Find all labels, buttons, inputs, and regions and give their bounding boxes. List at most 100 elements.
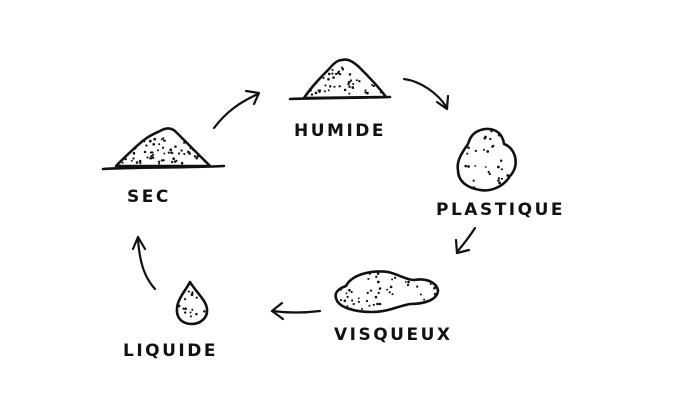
humide-texture-dot [332,76,335,79]
visqueux-texture-dot [348,307,351,310]
visqueux-texture-dot [372,303,375,306]
visqueux-texture-dot [388,291,391,294]
liquide-drop-icon [175,280,209,326]
visqueux-texture-dot [343,299,347,303]
plastique-texture-dot [484,135,487,139]
visqueux-texture-dot [404,281,407,283]
plastique-texture-dot [497,165,500,169]
sec-texture-dot [170,160,174,164]
liquide-texture-dot [195,296,198,299]
humide-texture-dot [355,79,358,82]
humide-texture-dot [319,89,322,92]
sec-texture-dot [148,139,152,143]
plastique-texture-dot [499,183,503,187]
liquide-texture-dot [187,290,190,293]
plastique-lump-icon [456,127,517,192]
arrow-sec-to-humide [212,89,261,130]
humide-texture-dot [333,85,336,88]
liquide-texture-dot [190,293,194,297]
sec-texture-dot [132,157,135,160]
sec-texture-dot [149,157,152,160]
sec-texture-dot [121,161,124,164]
plastique-texture-dot [497,179,500,182]
plastique-texture-dot [474,149,477,153]
plastique-texture-dot [472,186,476,190]
visqueux-texture-dot [374,295,378,299]
sec-texture-dot [151,156,155,159]
sec-texture-dot [183,152,186,156]
visqueux-texture-dot [365,299,369,303]
humide-state: HUMIDE [288,58,392,141]
sec-texture-dot [171,152,174,155]
liquide-texture-dot [189,311,192,314]
humide-texture-dot [337,70,341,73]
sec-texture-dot [167,151,170,154]
sec-texture-dot [139,161,142,165]
plastique-texture-dot [499,159,503,162]
sec-texture-dot [153,137,157,141]
visqueux-state: VISQUEUX [334,270,453,345]
plastique-texture-dot [506,174,510,177]
liquide-state: LIQUIDE [123,280,215,361]
humide-texture-dot [327,89,330,92]
liquide-texture-dot [184,307,187,311]
visqueux-texture-dot [346,295,349,298]
humide-texture-dot [348,85,351,88]
plastique-texture-dot [497,133,501,137]
visqueux-texture-dot [433,286,436,290]
humide-texture-dot [309,89,312,92]
visqueux-label: VISQUEUX [334,325,453,345]
humide-texture-dot [310,93,314,96]
plastique-texture-dot [472,179,475,182]
sec-texture-dot [156,149,160,152]
visqueux-texture-dot [391,278,394,281]
plastique-texture-dot [482,148,486,151]
sec-texture-dot [180,149,183,152]
humide-texture-dot [347,83,350,86]
humide-texture-dot [338,85,341,88]
visqueux-texture-dot [357,300,361,303]
humide-pile-icon [302,58,388,100]
sec-texture-dot [132,151,136,155]
sec-texture-dot [130,159,133,162]
plastique-label: PLASTIQUE [436,200,565,220]
visqueux-texture-dot [366,291,369,295]
visqueux-texture-dot [357,297,360,300]
sec-texture-dot [188,152,191,155]
visqueux-texture-dot [348,288,351,292]
sec-texture-dot [161,146,165,149]
visqueux-texture-dot [377,291,380,295]
humide-texture-dot [352,83,355,85]
sec-texture-dot [162,137,165,140]
visqueux-texture-dot [345,292,348,295]
visqueux-texture-dot [376,302,379,306]
sec-texture-dot [152,142,156,146]
humide-texture-dot [371,84,373,86]
visqueux-puddle-dots [339,272,437,311]
humide-texture-dot [331,72,334,75]
sec-texture-dot [143,150,147,154]
plastique-texture-dot [490,129,493,133]
plastique-texture-dot [500,177,503,180]
plastique-texture-dot [500,168,503,171]
arrow-humide-to-plastique [402,77,450,111]
visqueux-texture-dot [376,280,380,284]
visqueux-texture-dot [433,292,437,296]
sec-texture-dot [157,160,161,164]
plastique-texture-dot [488,172,491,176]
sec-texture-dot [192,149,195,152]
visqueux-texture-dot [429,283,432,286]
liquide-texture-dot [191,308,194,311]
sec-texture-dot [160,159,164,162]
sec-texture-dot [143,140,146,143]
sec-label: SEC [127,187,171,207]
sec-texture-dot [173,160,177,163]
sec-texture-dot [183,141,186,144]
visqueux-puddle-icon [334,270,440,314]
arrow-liquide-to-sec [131,235,157,291]
visqueux-texture-dot [406,283,410,287]
sec-texture-dot [174,145,177,148]
humide-texture-dot [324,84,327,87]
visqueux-texture-dot [386,288,389,291]
